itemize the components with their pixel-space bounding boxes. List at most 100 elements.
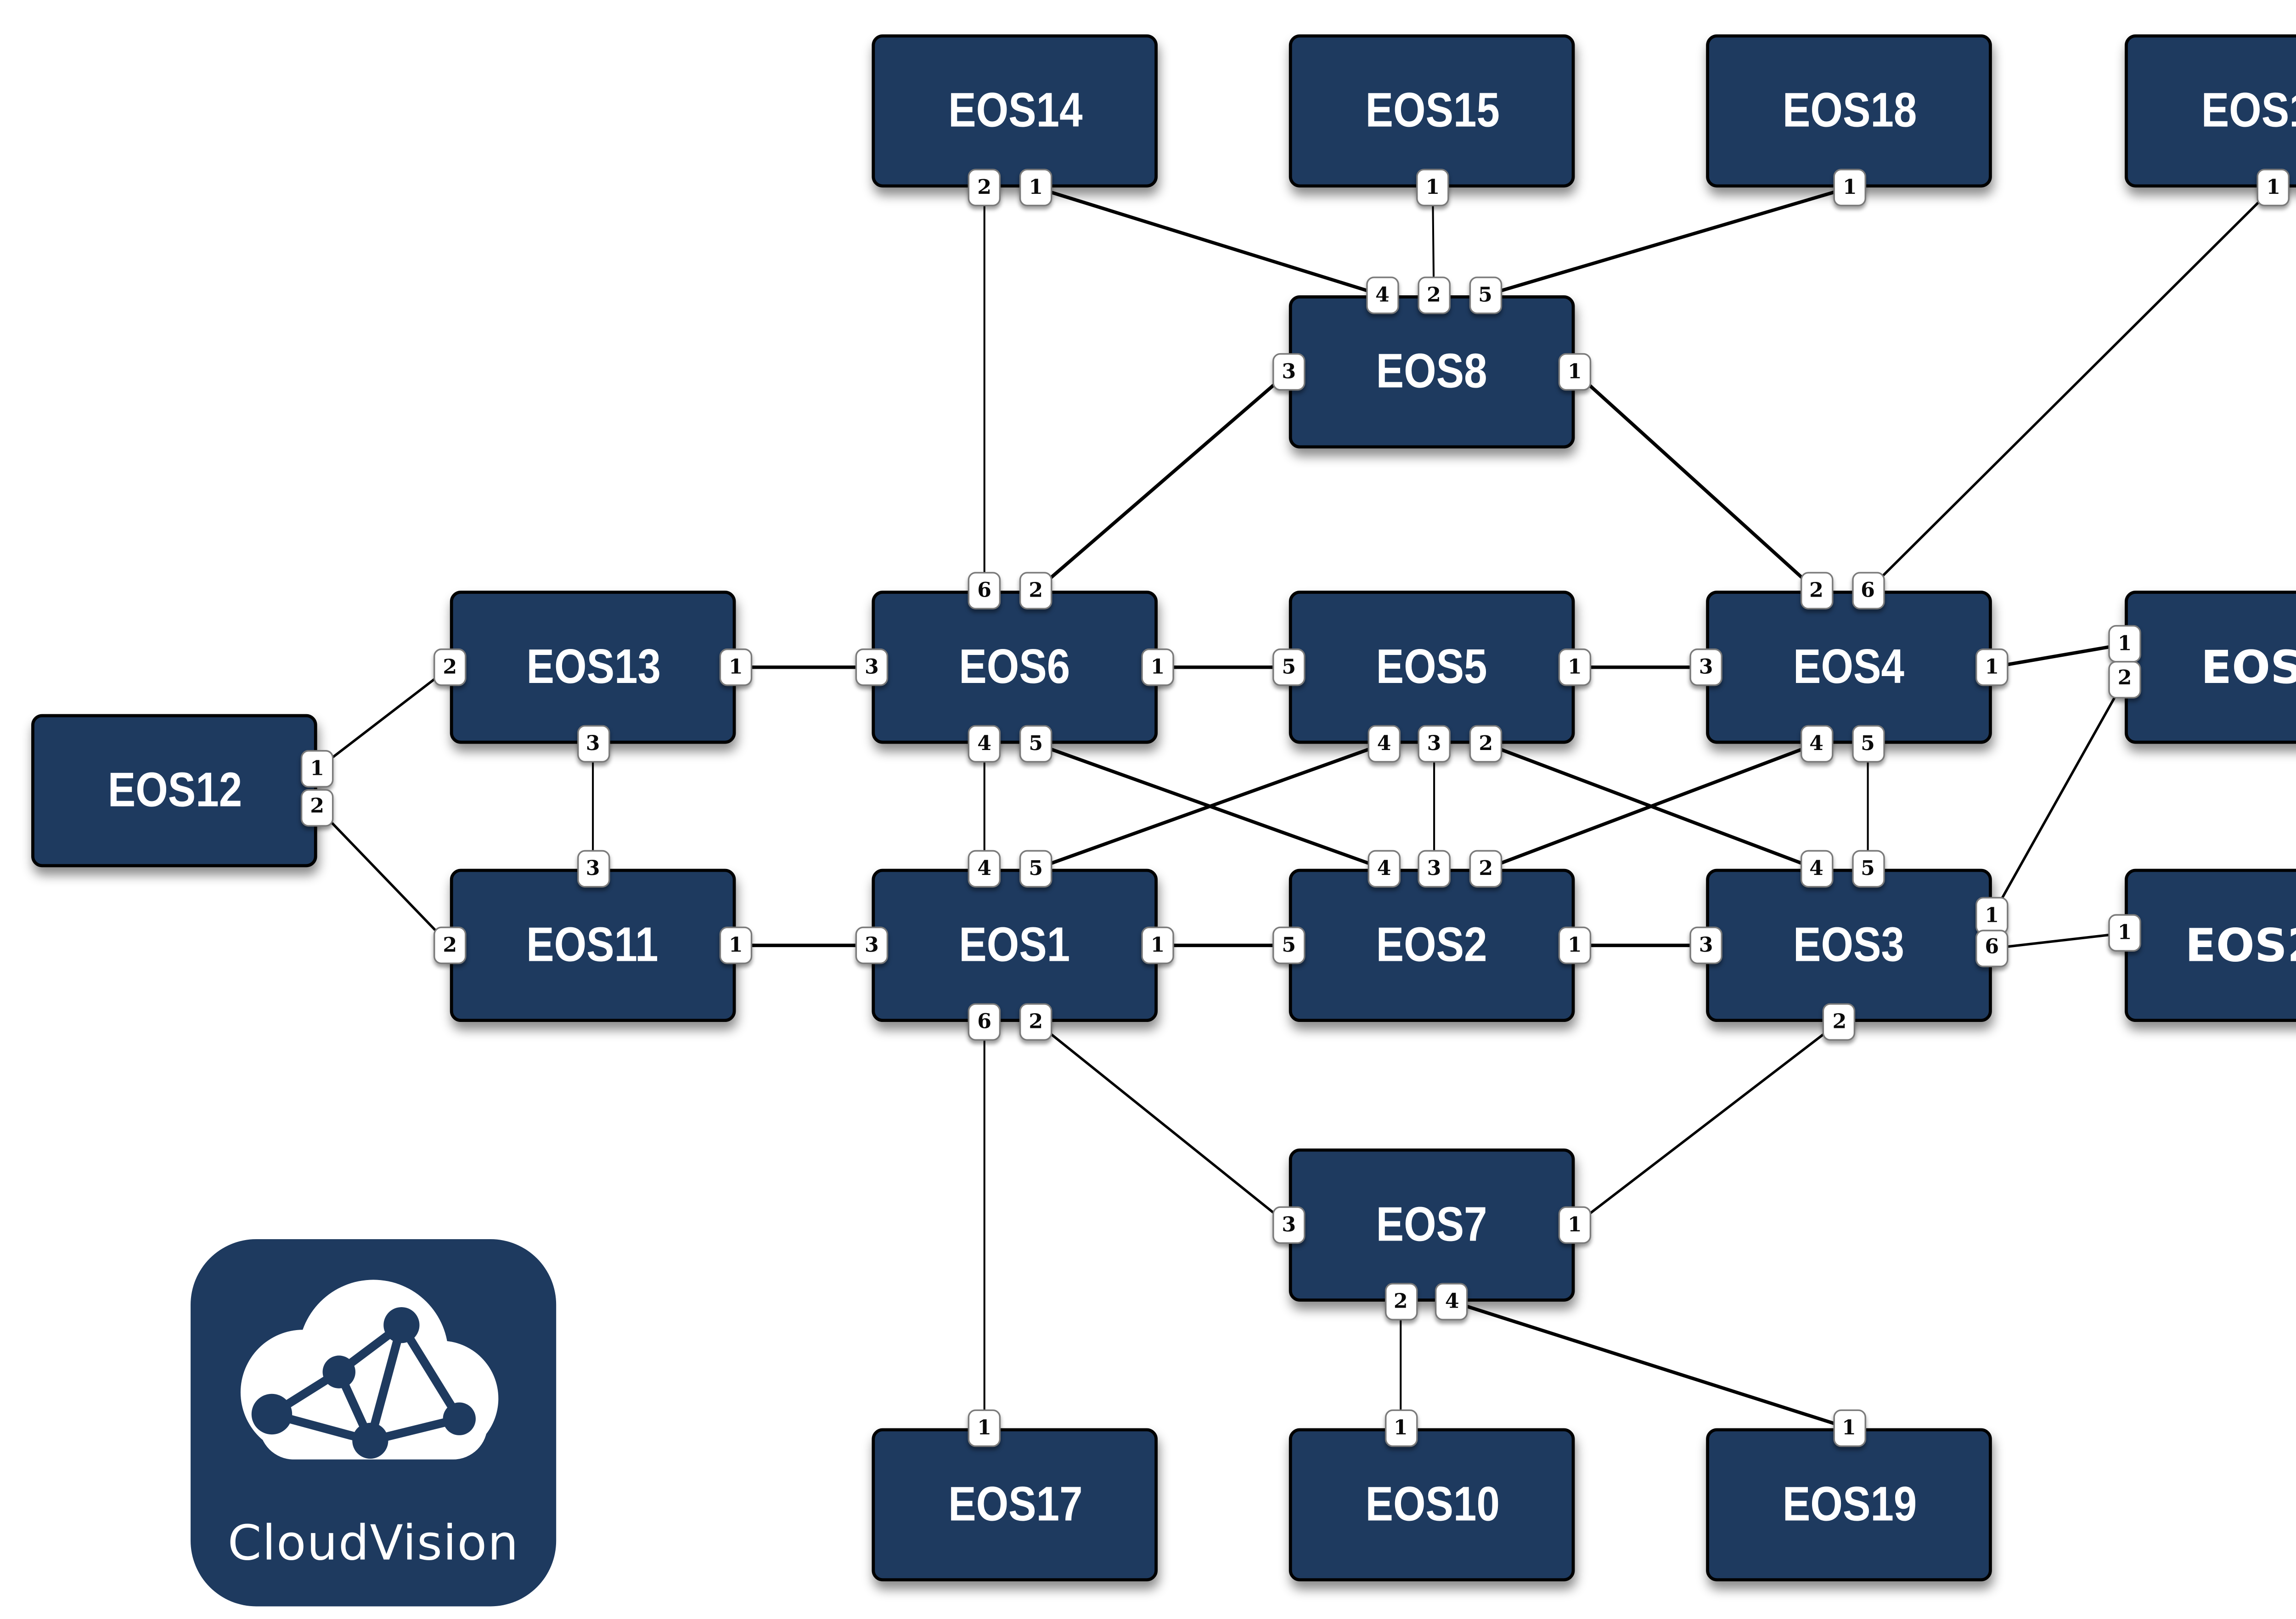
node-EOS10[interactable]: EOS10 bbox=[1289, 1428, 1575, 1582]
port-badge-EOS7-2: 2 bbox=[1384, 1283, 1417, 1320]
node-EOS9[interactable]: EOS9 bbox=[2124, 591, 2296, 744]
port-badge-EOS4-3: 3 bbox=[1689, 648, 1722, 686]
port-badge-EOS7-1: 1 bbox=[1558, 1206, 1592, 1244]
port-badge-EOS1-1: 1 bbox=[1141, 926, 1174, 965]
node-EOS3[interactable]: EOS3 bbox=[1706, 869, 1992, 1022]
port-badge-EOS7-3: 3 bbox=[1272, 1206, 1306, 1244]
port-badge-EOS3-4: 4 bbox=[1800, 850, 1833, 888]
node-EOS7[interactable]: EOS7 bbox=[1289, 1148, 1575, 1302]
port-badge-EOS4-1: 1 bbox=[1975, 648, 2009, 686]
port-badge-EOS12-2: 2 bbox=[300, 789, 334, 826]
node-label: EOS5 bbox=[1376, 639, 1488, 694]
node-label: EOS19 bbox=[1782, 1477, 1916, 1532]
node-label: EOS7 bbox=[1376, 1197, 1488, 1252]
port-badge-EOS1-3: 3 bbox=[855, 926, 889, 965]
node-label: EOS1 bbox=[959, 917, 1070, 972]
port-badge-EOS13-1: 1 bbox=[719, 648, 753, 686]
port-badge-EOS6-6: 6 bbox=[968, 572, 1001, 609]
port-badge-EOS4-2: 2 bbox=[1800, 572, 1833, 609]
port-badge-EOS2-3: 3 bbox=[1418, 850, 1451, 888]
port-badge-EOS8-3: 3 bbox=[1272, 353, 1306, 391]
port-badge-EOS2-4: 4 bbox=[1367, 850, 1401, 888]
port-badge-EOS14-2: 2 bbox=[968, 169, 1001, 207]
node-EOS19[interactable]: EOS19 bbox=[1706, 1428, 1992, 1582]
node-EOS5[interactable]: EOS5 bbox=[1289, 591, 1575, 744]
link-EOS16.1-EOS4.6 bbox=[1866, 186, 2275, 592]
port-badge-EOS11-2: 2 bbox=[433, 926, 467, 965]
link-EOS8.3-EOS6.2 bbox=[1034, 370, 1291, 592]
node-EOS2[interactable]: EOS2 bbox=[1289, 869, 1575, 1022]
link-EOS12.1-EOS13.2 bbox=[315, 666, 451, 771]
node-label: EOS2 bbox=[1376, 917, 1488, 972]
node-EOS4[interactable]: EOS4 bbox=[1706, 591, 1992, 744]
port-badge-EOS4-4: 4 bbox=[1800, 725, 1833, 763]
port-badge-EOS6-2: 2 bbox=[1019, 572, 1052, 609]
port-badge-EOS5-5: 5 bbox=[1272, 648, 1306, 686]
node-label: EOS17 bbox=[947, 1477, 1082, 1532]
port-badge-EOS10-1: 1 bbox=[1384, 1409, 1417, 1447]
port-badge-EOS4-6: 6 bbox=[1851, 572, 1885, 609]
node-label: EOS6 bbox=[959, 639, 1070, 694]
node-EOS17[interactable]: EOS17 bbox=[872, 1428, 1158, 1582]
port-badge-EOS18-1: 1 bbox=[1833, 169, 1867, 207]
port-badge-EOS8-2: 2 bbox=[1417, 276, 1451, 314]
port-badge-EOS6-1: 1 bbox=[1141, 648, 1174, 686]
node-label: EOS4 bbox=[1793, 639, 1905, 694]
node-label: EOS18 bbox=[1782, 83, 1916, 138]
node-label: EOS13 bbox=[525, 639, 660, 694]
cloudvision-logo: CloudVision bbox=[191, 1239, 557, 1607]
port-badge-EOS1-5: 5 bbox=[1019, 850, 1052, 888]
link-EOS4.4-EOS2.2 bbox=[1484, 742, 1818, 871]
port-badge-EOS5-2: 2 bbox=[1469, 725, 1503, 763]
node-EOS20[interactable]: EOS20 bbox=[2124, 869, 2296, 1022]
port-badge-EOS6-3: 3 bbox=[855, 648, 889, 686]
port-badge-EOS6-4: 4 bbox=[968, 725, 1001, 763]
port-badge-EOS11-1: 1 bbox=[719, 926, 753, 965]
port-badge-EOS1-2: 2 bbox=[1019, 1003, 1052, 1041]
link-EOS14.1-EOS8.4 bbox=[1034, 186, 1384, 297]
port-badge-EOS2-5: 5 bbox=[1272, 926, 1306, 965]
cloudvision-cloud-icon bbox=[240, 1280, 499, 1460]
port-badge-EOS15-1: 1 bbox=[1416, 169, 1449, 207]
node-EOS15[interactable]: EOS15 bbox=[1289, 34, 1575, 188]
port-badge-EOS4-5: 5 bbox=[1851, 725, 1885, 763]
port-badge-EOS8-4: 4 bbox=[1366, 276, 1399, 314]
port-badge-EOS9-2: 2 bbox=[2108, 660, 2141, 699]
port-badge-EOS13-2: 2 bbox=[433, 648, 467, 686]
node-EOS6[interactable]: EOS6 bbox=[872, 591, 1158, 744]
node-EOS16[interactable]: EOS16 bbox=[2124, 34, 2296, 188]
node-EOS8[interactable]: EOS8 bbox=[1289, 295, 1575, 449]
node-label: EOS12 bbox=[107, 762, 242, 818]
node-EOS14[interactable]: EOS14 bbox=[872, 34, 1158, 188]
port-badge-EOS5-4: 4 bbox=[1367, 725, 1401, 763]
port-badge-EOS1-6: 6 bbox=[968, 1003, 1001, 1041]
node-label: EOS3 bbox=[1793, 917, 1905, 972]
port-badge-EOS8-1: 1 bbox=[1558, 353, 1592, 391]
cloudvision-logo-text: CloudVision bbox=[227, 1516, 519, 1572]
node-EOS12[interactable]: EOS12 bbox=[31, 714, 317, 868]
node-EOS1[interactable]: EOS1 bbox=[872, 869, 1158, 1022]
port-badge-EOS3-1: 1 bbox=[1975, 897, 2009, 935]
port-badge-EOS7-4: 4 bbox=[1435, 1283, 1469, 1320]
port-badge-EOS3-5: 5 bbox=[1851, 850, 1885, 888]
link-EOS12.2-EOS11.2 bbox=[315, 806, 451, 947]
link-EOS4.1-EOS9.1 bbox=[1990, 642, 2127, 669]
link-EOS7.4-EOS19.1 bbox=[1450, 1300, 1851, 1430]
node-label: EOS11 bbox=[527, 917, 659, 972]
port-badge-EOS1-4: 4 bbox=[968, 850, 1001, 888]
node-EOS13[interactable]: EOS13 bbox=[450, 591, 736, 744]
node-EOS18[interactable]: EOS18 bbox=[1706, 34, 1992, 188]
port-badge-EOS3-2: 2 bbox=[1823, 1003, 1856, 1041]
port-badge-EOS6-5: 5 bbox=[1019, 725, 1052, 763]
port-badge-EOS8-5: 5 bbox=[1469, 276, 1502, 314]
link-EOS8.1-EOS4.2 bbox=[1573, 370, 1818, 592]
port-badge-EOS3-3: 3 bbox=[1689, 926, 1722, 965]
node-label: EOS15 bbox=[1364, 83, 1499, 138]
link-EOS9.2-EOS3.1 bbox=[1991, 678, 2126, 918]
node-label: EOS14 bbox=[947, 83, 1082, 138]
node-label: EOS9 bbox=[2200, 640, 2296, 694]
node-EOS11[interactable]: EOS11 bbox=[450, 869, 736, 1022]
port-badge-EOS20-1: 1 bbox=[2108, 914, 2141, 952]
port-badge-EOS14-1: 1 bbox=[1019, 169, 1052, 207]
link-EOS18.1-EOS8.5 bbox=[1483, 186, 1852, 297]
